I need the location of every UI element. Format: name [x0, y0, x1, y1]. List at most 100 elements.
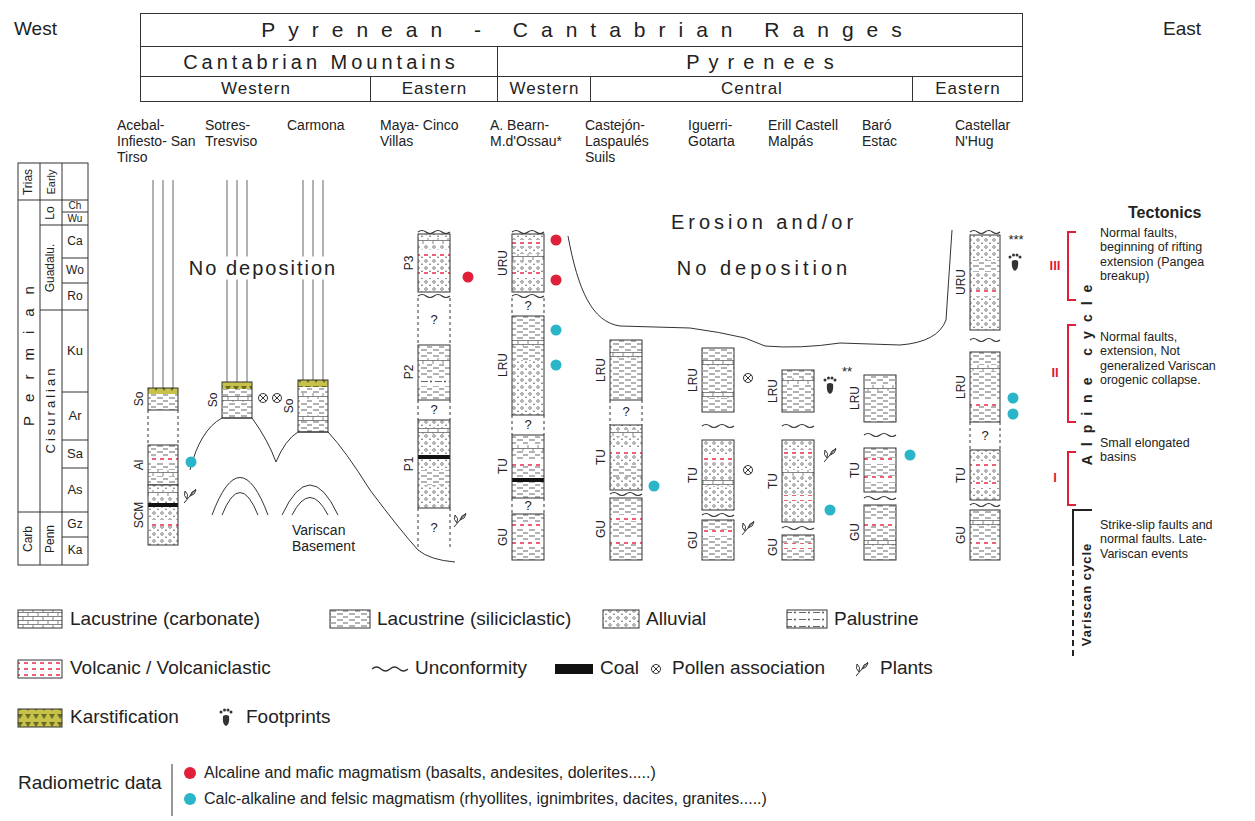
header-text: Central	[720, 80, 783, 99]
timescale-label: Lo	[44, 206, 58, 219]
section-name: A. Bearn- M.d'Ossau*	[490, 117, 575, 149]
timescale-label: Ro	[67, 290, 82, 304]
fossil-symbols	[184, 254, 1022, 536]
legend-text: Alluvial	[646, 608, 706, 630]
tectonics-note: Strike-slip faults and normal faults. La…	[1100, 518, 1232, 561]
footprint-note: ***	[1008, 233, 1023, 248]
question-mark: ?	[981, 429, 988, 444]
section-name: Carmona	[287, 117, 345, 133]
legend-dot	[184, 793, 196, 805]
question-mark: ?	[524, 499, 531, 514]
header-cell: Pyrenean - Cantabrian Ranges	[140, 13, 1023, 47]
header-cell: Eastern	[912, 76, 1023, 102]
section-name: Castejón- Laspaulés Suils	[585, 117, 667, 165]
unit-label: LRU	[767, 377, 781, 405]
legend-text: Pollen association	[672, 657, 825, 679]
unit-label: LRU	[595, 356, 609, 384]
unit-label: So	[133, 390, 147, 409]
unit-label: So	[283, 397, 297, 416]
legend-text: Lacustrine (siliciclastic)	[377, 608, 571, 630]
timescale-label: Sa	[67, 447, 83, 462]
timescale-label: Trias	[22, 168, 36, 194]
variscan-basement	[190, 418, 455, 562]
unit-label: P3	[403, 254, 417, 273]
timescale-label: Early	[45, 169, 58, 194]
timescale-label: Ka	[68, 544, 83, 558]
timescale-label: Ch	[69, 200, 82, 212]
unit-label: P2	[403, 363, 417, 382]
question-mark: ?	[430, 313, 437, 328]
unit-label: TU	[497, 456, 511, 476]
timescale-label: Wo	[66, 264, 84, 278]
timescale-label: Ca	[67, 235, 82, 249]
legend-text: Lacustrine (carbonate)	[70, 608, 260, 630]
timescale-label: Penn	[44, 524, 58, 552]
legend-text: Palustrine	[834, 608, 919, 630]
header-text: Eastern	[934, 80, 1001, 99]
unit-label: GU	[767, 536, 781, 558]
legend-text: Plants	[880, 657, 933, 679]
question-mark: ?	[430, 403, 437, 418]
unit-label: GU	[955, 524, 969, 546]
unit-label: TU	[767, 471, 781, 491]
unit-label: TU	[687, 465, 701, 485]
unit-label: GU	[497, 526, 511, 548]
radiometric-dots	[186, 235, 1019, 516]
section-name: Acebal- Infiesto- San Tirso	[117, 117, 197, 165]
cycle-label: Alpine cycle	[1079, 276, 1095, 475]
legend-text: Coal	[600, 657, 639, 679]
unit-label: TU	[595, 447, 609, 467]
cycle-label: Variscan cycle	[1080, 543, 1095, 648]
legend-text: Footprints	[246, 706, 330, 728]
tectonics-note: Small elongated basins	[1100, 436, 1228, 465]
section-name: Sotres- Tresviso	[205, 117, 275, 149]
header-cell: Western	[497, 76, 591, 102]
unit-label: P1	[403, 455, 417, 474]
unit-label: LRU	[497, 351, 511, 379]
timescale-label: Ar	[69, 409, 82, 424]
timescale-grid	[18, 163, 88, 565]
question-mark: ?	[524, 299, 531, 314]
header-cell: Central	[590, 76, 913, 102]
header-cell: Western	[140, 76, 371, 102]
section-name: Erill Castell Malpás	[768, 117, 863, 149]
erosion-surface	[568, 230, 952, 347]
unit-label: TU	[955, 465, 969, 485]
unit-label: GU	[687, 529, 701, 551]
unit-label: URU	[955, 267, 969, 297]
direction-label: West	[14, 18, 57, 40]
unit-label: LRU	[849, 384, 863, 412]
section-name: Maya- Cinco Villas	[380, 117, 462, 149]
legend-dot	[184, 767, 196, 779]
cantabrian-columns	[148, 180, 328, 545]
header-cell: Pyrenees	[497, 46, 1023, 77]
header-text: Cantabrian Mountains	[179, 51, 459, 73]
timescale-label: Permian	[20, 272, 37, 440]
header-cell: Eastern	[370, 76, 498, 102]
header-cell: Cantabrian Mountains	[140, 46, 498, 77]
unit-label: TU	[849, 460, 863, 480]
legend-text: Alcaline and mafic magmatism (basalts, a…	[204, 764, 656, 782]
legend-text: Volcanic / Volcaniclastic	[70, 657, 271, 679]
tectonics-note: Tectonics	[1128, 204, 1202, 222]
timescale-label: As	[67, 483, 82, 498]
area-label: Erosion and/or	[667, 211, 857, 234]
unit-label: Al	[133, 458, 147, 473]
cycle-number: II	[1051, 366, 1058, 381]
timescale-label: Cisuralian	[44, 366, 59, 457]
cycle-number: III	[1050, 259, 1061, 274]
section-name: Iguerri- Gotarta	[688, 117, 758, 149]
direction-label: East	[1163, 18, 1201, 40]
header-text: Western	[509, 80, 580, 99]
unit-label: GU	[849, 521, 863, 543]
pyrenean-columns	[418, 231, 1000, 561]
legend-text: Unconformity	[415, 657, 527, 679]
cycle-number: I	[1053, 471, 1057, 486]
timescale-label: Guadalu.	[44, 243, 58, 292]
header-text: Eastern	[401, 80, 468, 99]
unit-label: So	[207, 391, 221, 410]
tectonics-note: Normal faults, extension, Not generalize…	[1100, 330, 1228, 388]
unit-label: LRU	[687, 366, 701, 394]
footprint-note: **	[842, 365, 852, 380]
